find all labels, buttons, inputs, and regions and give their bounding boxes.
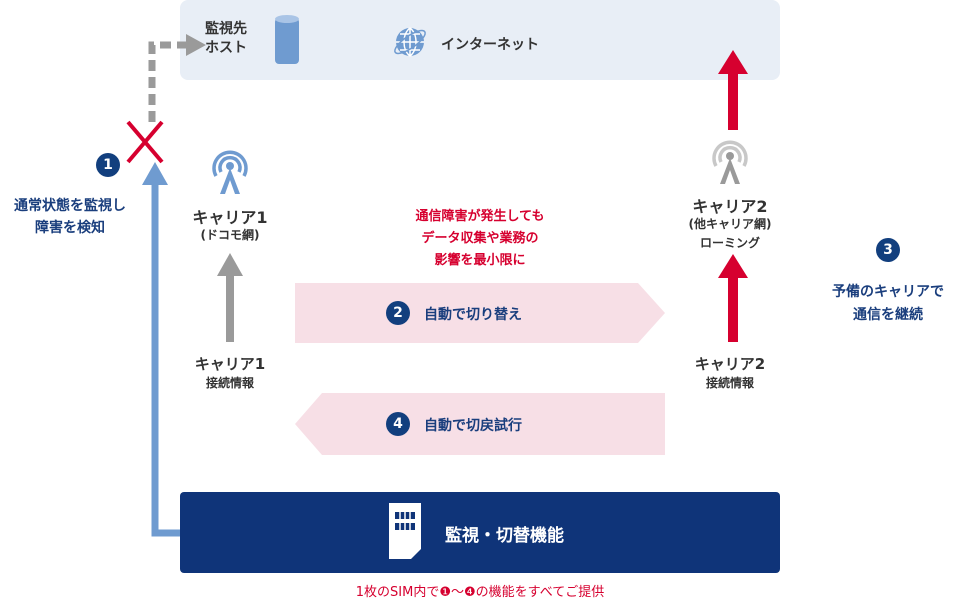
sim-card-icon xyxy=(389,503,421,559)
step1-line1: 通常状態を監視し xyxy=(14,198,126,214)
carrier2-arrow xyxy=(718,254,748,278)
antenna-gray-icon xyxy=(712,140,748,184)
sim-function-label: 監視・切替機能 xyxy=(445,526,564,546)
fallback-arrow xyxy=(295,393,665,455)
monitor-host-line1: 監視先 xyxy=(205,21,247,37)
carrier1-info-title: キャリア1 xyxy=(194,355,266,373)
step2-text: 自動で切り替え xyxy=(424,307,522,323)
carrier1-name: キャリア1 xyxy=(192,208,268,227)
monitor-host-line2: ホスト xyxy=(205,40,247,56)
carrier1-arrow xyxy=(217,253,243,276)
carrier2-network: (他キャリア網) xyxy=(688,217,772,231)
carrier1-info-sub: 接続情報 xyxy=(205,376,254,390)
step4-text: 自動で切戻試行 xyxy=(424,418,522,434)
step1-line2: 障害を検知 xyxy=(35,220,105,236)
carrier2-name: キャリア2 xyxy=(692,197,768,216)
step2-badge: 2 xyxy=(386,301,410,325)
antenna-icon xyxy=(212,150,248,194)
carrier2-internet-arrow xyxy=(718,50,748,74)
internet-label: インターネット xyxy=(441,37,539,53)
failure-x-icon xyxy=(126,120,164,164)
step3-line2: 通信を継続 xyxy=(853,307,923,323)
step1-text: 通常状態を監視し 障害を検知 xyxy=(0,195,140,239)
globe-icon xyxy=(394,27,426,57)
switch-arrow xyxy=(295,283,665,343)
carrier2-info-sub: 接続情報 xyxy=(705,376,754,390)
note-line2: データ収集や業務の xyxy=(421,231,539,246)
carrier1-network: (ドコモ網) xyxy=(200,228,260,242)
server-cylinder-icon xyxy=(275,15,299,64)
monitor-host-label: 監視先 ホスト xyxy=(205,20,247,58)
step4-badge: 4 xyxy=(386,412,410,436)
note-line1: 通信障害が発生しても xyxy=(415,209,545,224)
step3-text: 予備のキャリアで 通信を継続 xyxy=(808,281,960,327)
step1-badge: 1 xyxy=(96,153,120,177)
dashed-monitor-line xyxy=(148,41,188,122)
footer-note: 1枚のSIM内で❶〜❹の機能をすべてご提供 xyxy=(355,585,605,600)
sim-function-panel: 監視・切替機能 xyxy=(180,492,780,573)
carrier2-roaming: ローミング xyxy=(699,236,760,250)
dashed-arrow-head xyxy=(186,34,206,56)
monitor-arrow-head xyxy=(142,162,168,185)
step3-line1: 予備のキャリアで xyxy=(832,284,944,300)
carrier2-info-title: キャリア2 xyxy=(694,355,766,373)
note-line3: 影響を最小限に xyxy=(434,253,526,268)
impact-note: 通信障害が発生しても データ収集や業務の 影響を最小限に xyxy=(380,206,580,272)
step3-badge: 3 xyxy=(876,238,900,262)
